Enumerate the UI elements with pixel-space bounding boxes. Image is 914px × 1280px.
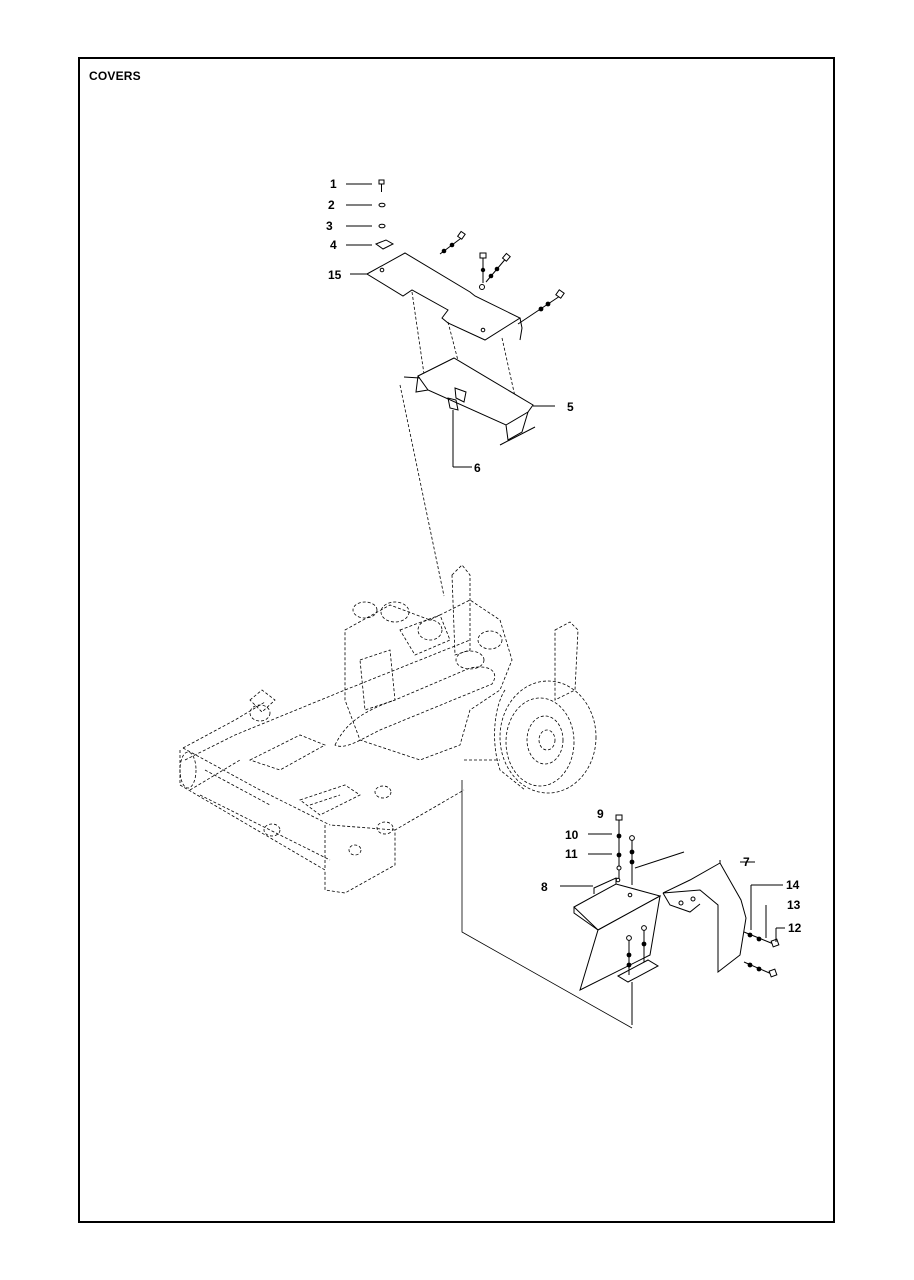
callout-14: 14	[786, 878, 800, 892]
chassis-assembly	[179, 564, 597, 894]
callout-4: 4	[330, 238, 337, 252]
legend-hardware-bottom	[560, 814, 635, 887]
lock-washer-icon	[378, 223, 386, 229]
callout-12: 12	[788, 921, 802, 935]
bracket-5	[403, 357, 555, 468]
washer-icon	[378, 202, 386, 208]
callout-3: 3	[326, 219, 333, 233]
callout-13: 13	[787, 898, 801, 912]
callout-2: 2	[328, 198, 335, 212]
callout-11: 11	[565, 847, 578, 861]
callout-9: 9	[597, 807, 604, 821]
bolt-group-top	[439, 230, 565, 325]
callout-15: 15	[328, 268, 342, 282]
cover-7	[662, 860, 785, 978]
callout-7: 7	[743, 855, 750, 869]
callout-6: 6	[474, 461, 481, 475]
page-frame	[78, 57, 835, 1223]
callout-labels: 1 2 3 4 15 5 6 9 10 11 8 7 14 13 12	[326, 177, 802, 935]
callout-10: 10	[565, 828, 579, 842]
bolt-icon	[378, 179, 385, 192]
callout-5: 5	[567, 400, 574, 414]
callout-8: 8	[541, 880, 548, 894]
page-title: COVERS	[89, 69, 141, 83]
callout-1: 1	[330, 177, 337, 191]
clip-nut-icon	[374, 239, 395, 250]
legend-hardware-top	[346, 179, 395, 250]
bolt-icon	[615, 814, 623, 821]
cover-plate-15	[350, 230, 565, 341]
cover-8	[573, 851, 685, 1025]
